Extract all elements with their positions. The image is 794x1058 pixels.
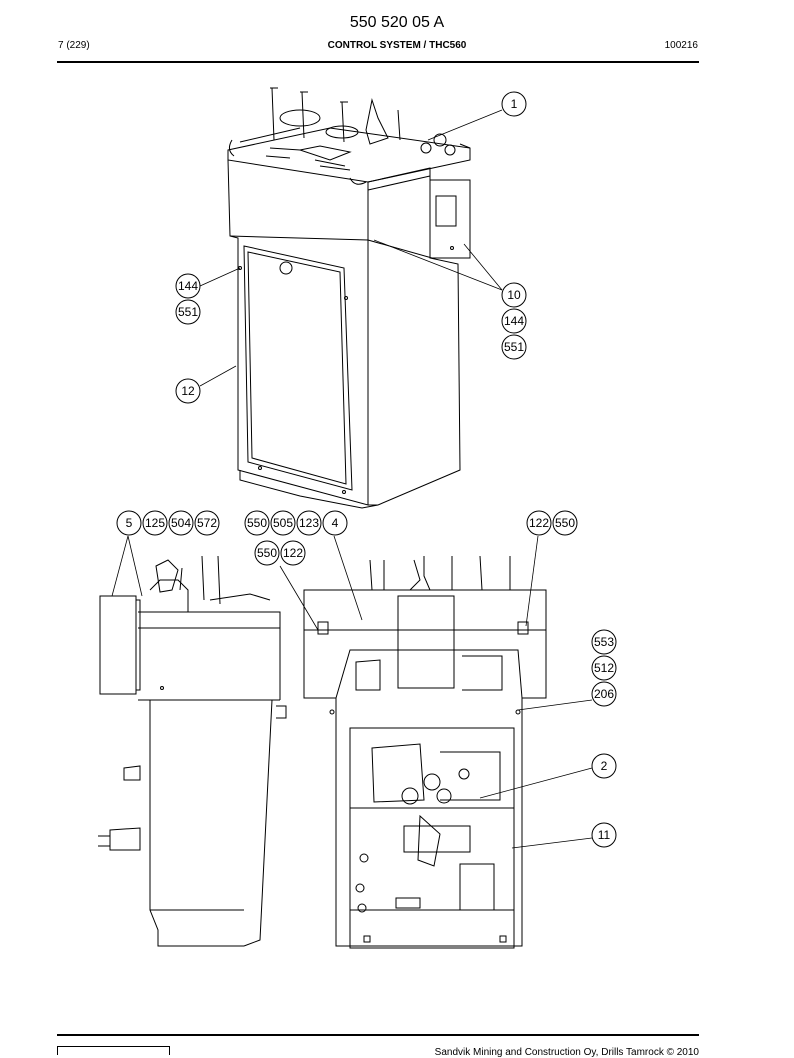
callout-5: 5 <box>126 516 133 530</box>
access-door <box>243 245 353 491</box>
callout-circle-10 <box>501 282 527 308</box>
section-title: CONTROL SYSTEM / THC560 <box>327 40 467 51</box>
cabinet-side-view <box>98 555 287 947</box>
callout-551-right: 551 <box>504 340 524 354</box>
panel-handle-right <box>349 143 471 185</box>
callout-circle-123 <box>296 510 322 536</box>
footer-rule <box>57 1034 699 1036</box>
side-body <box>149 700 165 947</box>
lever-4 <box>397 109 401 141</box>
callout-2: 2 <box>601 759 608 773</box>
callout-10: 10 <box>507 288 521 302</box>
callout-circle-504 <box>168 510 194 536</box>
callout-550-b: 550 <box>257 546 277 560</box>
callout-553: 553 <box>594 635 614 649</box>
callout-circle-144-right <box>501 308 527 334</box>
side-electric-box <box>99 595 137 695</box>
callout-circle-4 <box>322 510 348 536</box>
panel-handle-left <box>228 127 301 157</box>
callout-circle-125 <box>142 510 168 536</box>
header-rule <box>57 61 699 63</box>
callout-circle-550-b <box>254 540 280 566</box>
callout-circle-553 <box>591 629 617 655</box>
front-joystick <box>408 556 431 591</box>
sandvik-logo <box>57 1046 170 1055</box>
callout-circle-550-c <box>552 510 578 536</box>
callout-circle-572 <box>194 510 220 536</box>
joystick <box>365 98 389 145</box>
callout-11: 11 <box>598 828 611 842</box>
knob-ring <box>279 109 321 127</box>
cabinet-side <box>367 167 461 506</box>
callout-circle-122-b <box>280 540 306 566</box>
document-number: 550 520 05 A <box>349 14 445 31</box>
valve-compartment <box>349 727 515 949</box>
callout-circle-1 <box>501 91 527 117</box>
callout-122: 122 <box>529 516 549 530</box>
date-code: 100216 <box>664 40 698 51</box>
valve-block-upper <box>371 743 425 803</box>
valve-block-lower <box>403 825 471 853</box>
door-lock <box>279 261 293 275</box>
callout-bubbles <box>116 91 617 848</box>
lever-3 <box>340 101 348 143</box>
valve-block-right <box>459 863 495 911</box>
callout-circle-12 <box>175 378 201 404</box>
front-body-outline <box>303 630 547 947</box>
callout-1: 1 <box>511 97 518 111</box>
callout-circle-551-left <box>175 299 201 325</box>
callout-circle-122 <box>526 510 552 536</box>
callout-504: 504 <box>171 516 191 530</box>
callout-144-right: 144 <box>504 314 524 328</box>
callout-122-b: 122 <box>283 546 303 560</box>
callout-512: 512 <box>594 661 614 675</box>
leader-lines <box>111 109 593 849</box>
side-joystick <box>155 559 179 593</box>
callout-550: 550 <box>247 516 267 530</box>
callout-144-left: 144 <box>178 279 198 293</box>
lever-2 <box>300 91 308 139</box>
callout-12: 12 <box>181 384 195 398</box>
electric-box <box>429 179 471 259</box>
cabinet-iso-view <box>227 87 471 509</box>
lever-1 <box>270 87 278 141</box>
callout-circle-11 <box>591 822 617 848</box>
cabinet-front-view <box>303 555 547 949</box>
callout-circle-2 <box>591 753 617 779</box>
callout-circle-144-left <box>175 273 201 299</box>
callout-4: 4 <box>332 516 339 530</box>
callout-572: 572 <box>197 516 217 530</box>
callout-circle-551-right <box>501 334 527 360</box>
callout-550-c: 550 <box>555 516 575 530</box>
callout-123: 123 <box>299 516 319 530</box>
callout-circle-5 <box>116 510 142 536</box>
callout-circle-512 <box>591 655 617 681</box>
front-electric-box <box>397 595 455 689</box>
page-number: 7 (229) <box>58 40 90 51</box>
callout-505: 505 <box>273 516 293 530</box>
side-panel-outline <box>138 611 281 700</box>
callout-206: 206 <box>594 687 614 701</box>
button-1 <box>433 133 447 147</box>
side-fittings <box>109 765 141 851</box>
callout-551-left: 551 <box>178 305 198 319</box>
callout-circle-505 <box>270 510 296 536</box>
callout-circle-550 <box>244 510 270 536</box>
callout-125: 125 <box>145 516 165 530</box>
cabinet-front <box>227 159 369 506</box>
callout-circle-206 <box>591 681 617 707</box>
